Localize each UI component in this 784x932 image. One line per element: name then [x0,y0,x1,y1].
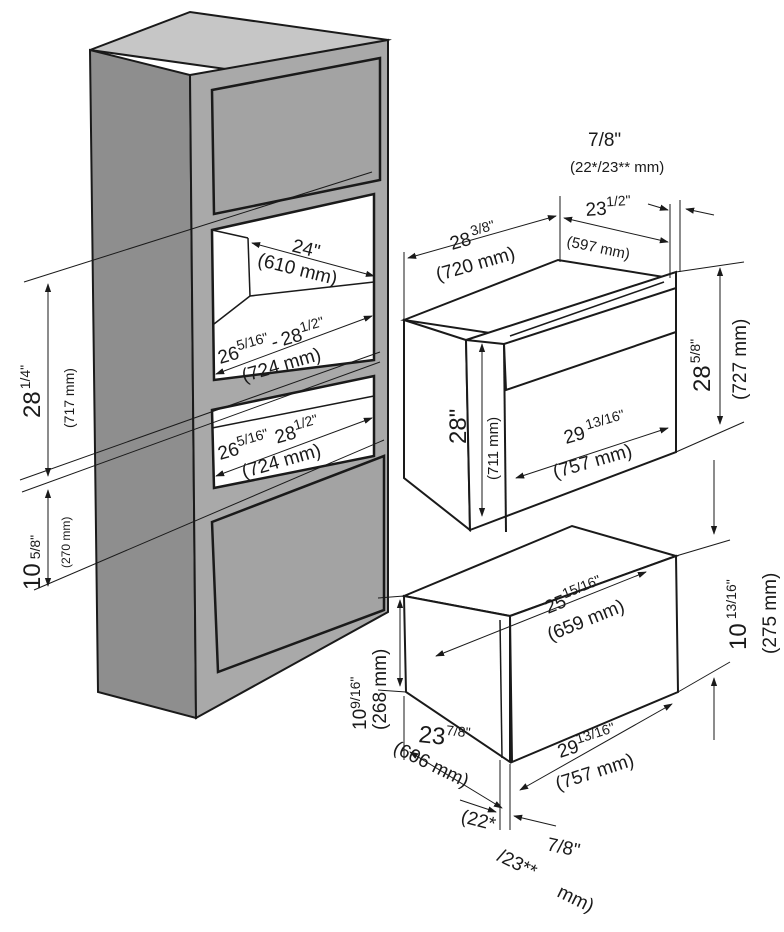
oven-opening-height-label: 281/4" (717 mm) [17,365,77,428]
oven-dimensions [403,196,745,517]
cabinet-dimensions [19,171,385,591]
drawer-body-width: 237/8" [417,719,471,753]
drawer-front-offset: 7/8" [545,834,582,861]
oven-opening-height-mm: (717 mm) [61,368,77,428]
drawer-front-offset-mm-label-2: /23** [494,846,541,883]
drawer-body-height-mm: (268 mm) [370,649,391,730]
oven-body-width-label: 231/2" [585,192,632,221]
drawer-opening-height: 105/8" [19,535,46,590]
oven-height-label: 285/8" (727 mm) [687,319,751,400]
oven-opening-height: 281/4" [17,365,46,418]
oven [400,258,677,533]
oven-body-height-mm: (711 mm) [485,417,502,480]
drawer-body-height-label: 109/16" (268 mm) [347,649,391,730]
oven-front-offset-mm: (22*/23** mm) [570,159,664,176]
oven-body-width-mm: (597 mm) [565,233,631,263]
oven-body-height-label: 28" [445,409,472,444]
drawer-front-offset-mm-3: mm) [554,882,597,918]
cabinet-side [88,48,198,720]
drawer-height: 1013/16" [723,579,752,650]
drawer-body-width-label: 237/8" [417,719,471,753]
drawer-front-offset-mm-2: /23** [494,846,541,883]
oven-body-height: 28" [445,409,472,444]
oven-front-offset: 7/8" [588,130,621,151]
oven-height-mm: (727 mm) [730,319,751,400]
drawer-height-label: 1013/16" (275 mm) [723,573,781,654]
upper-panel [210,56,382,216]
oven-body-height-mm-label: (711 mm) [485,417,502,480]
drawer-front-offset-mm-label-3: mm) [554,882,597,918]
oven-height: 285/8" [687,339,716,392]
oven-control-panel [502,286,677,392]
oven-body-width-mm-label: (597 mm) [565,233,631,263]
drawer-opening-height-mm: (270 mm) [59,517,73,568]
drawer-body-height: 109/16" [347,677,371,730]
oven-body-width: 231/2" [585,192,632,221]
drawer-opening-height-label: 105/8" (270 mm) [19,517,73,590]
drawer-dimensions [377,460,731,830]
lower-panel [210,454,386,674]
drawer-height-mm: (275 mm) [760,573,781,654]
drawer-front-offset-label: 7/8" [545,834,582,861]
oven-depth-mm: (720 mm) [434,243,518,286]
